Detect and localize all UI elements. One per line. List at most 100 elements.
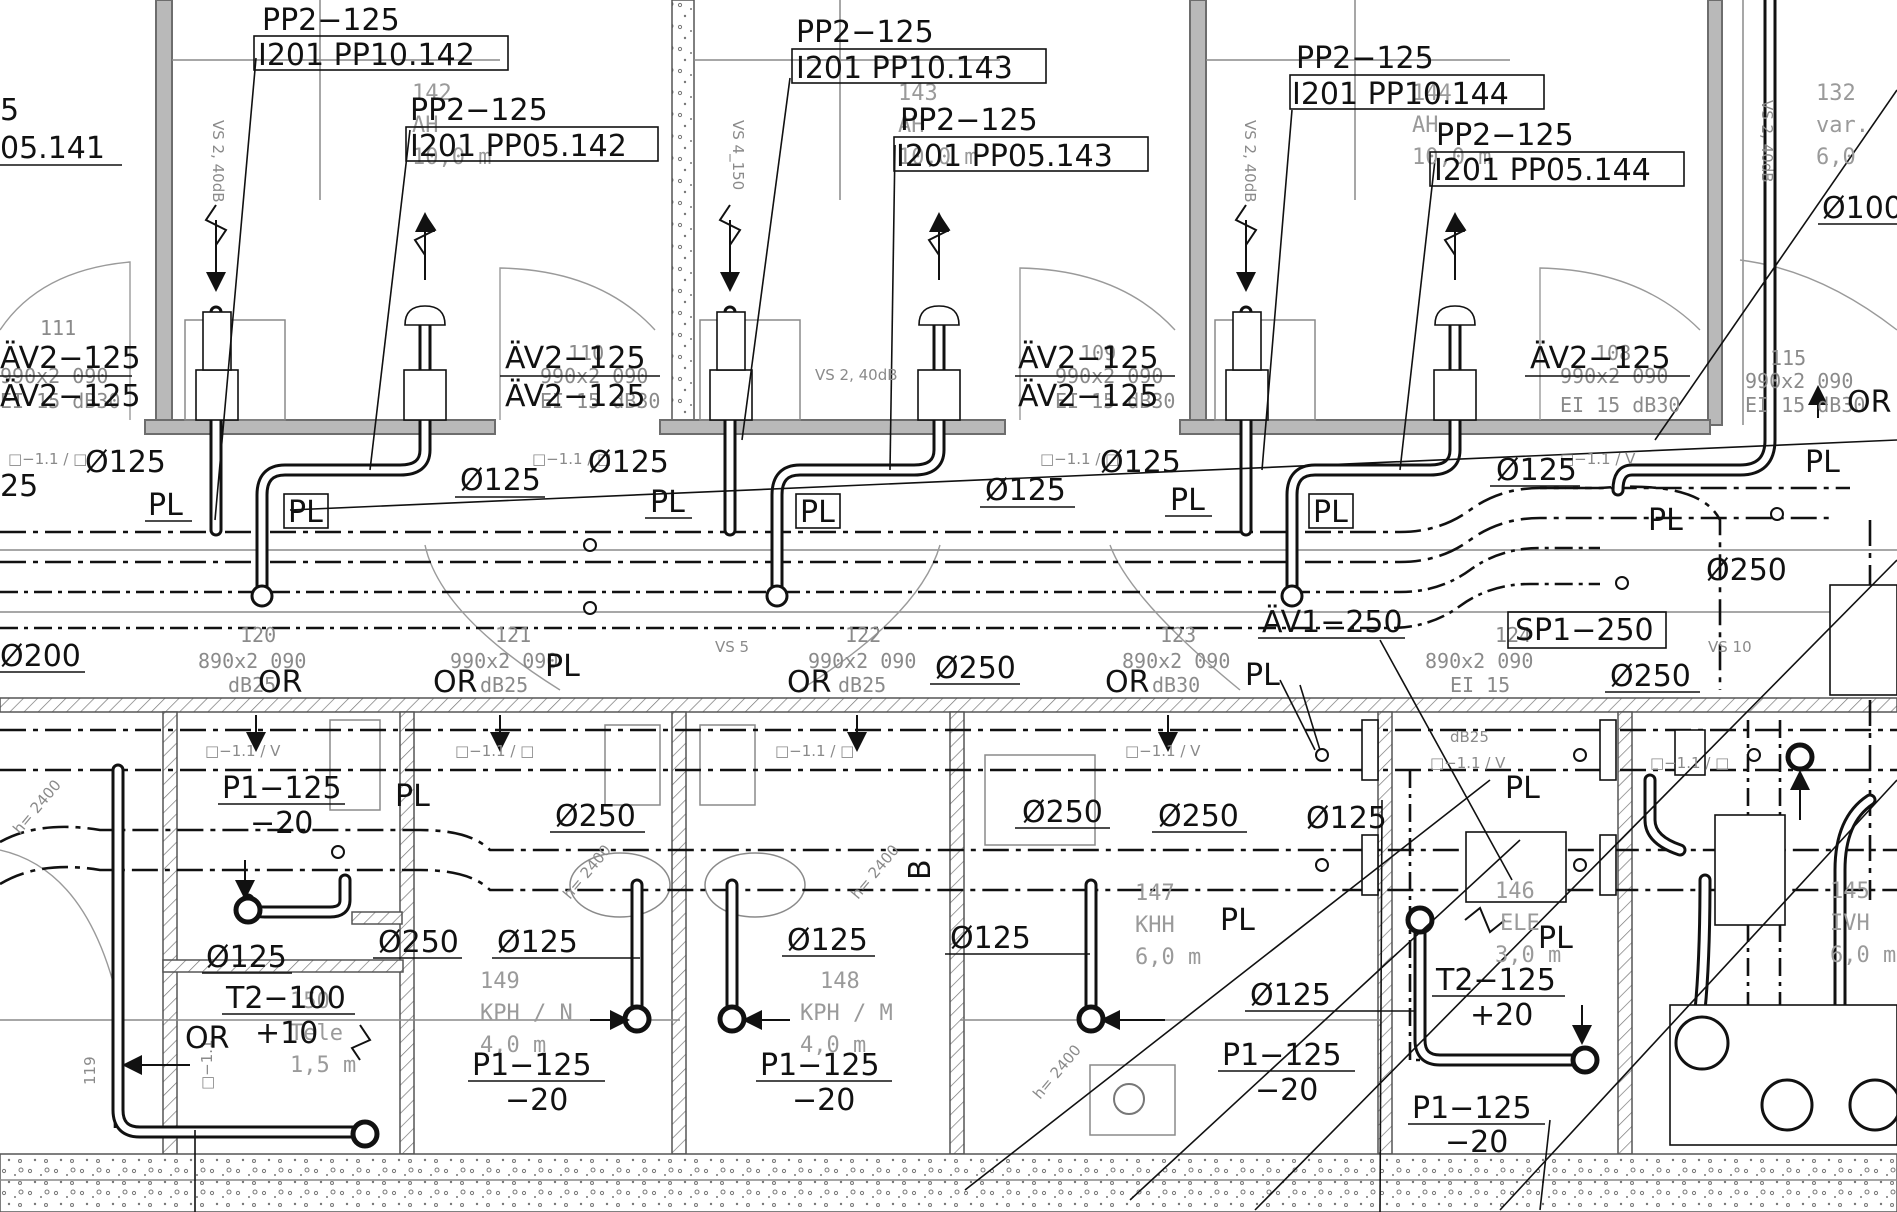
pp2-label: PP2−125 [410, 93, 548, 128]
diameter-label: Ø250 [1158, 799, 1239, 834]
pp-ref-label: I201 PP10.144 [1292, 77, 1509, 112]
pl-label: PL [1648, 503, 1683, 538]
flow-arrows [122, 204, 1828, 1075]
p1-label: P1−125 [1412, 1091, 1532, 1126]
diameter-label: Ø250 [378, 925, 459, 960]
diameter-label: Ø100 [1822, 191, 1897, 226]
door-123-size: 890x2 090 [1122, 649, 1230, 673]
grid-tag: □−1.1 / V [205, 742, 281, 760]
diameter-label-cut: 25 [0, 469, 38, 504]
p1-label: P1−125 [222, 771, 342, 806]
grid-tag: □−1.1 / □ [775, 742, 854, 760]
room-146-use: ELE [1500, 911, 1540, 936]
room-148-use: KPH / M [800, 1001, 893, 1026]
pp2-label: PP2−125 [262, 3, 400, 38]
pl-label: PL [650, 485, 685, 520]
room-145-num: 145 [1830, 879, 1870, 904]
door-115-num: 115 [1770, 346, 1806, 370]
door-123-num: 123 [1160, 623, 1196, 647]
room-150-use: Tele [290, 1021, 343, 1046]
room-142-num: 142 [412, 81, 452, 106]
av2-label: ÄV2−125 [1018, 378, 1159, 414]
av1-label: ÄV1−250 [1262, 604, 1403, 640]
diameter-label: Ø125 [497, 925, 578, 960]
diameter-label: Ø200 [0, 639, 81, 674]
pl-label: PL [1245, 658, 1280, 693]
door-120-num: 120 [240, 623, 276, 647]
or-label: OR [787, 665, 831, 700]
room-150-area: 1,5 m [290, 1053, 356, 1078]
dim-tag: h= 2400 [1029, 1041, 1085, 1102]
door-124-num: 124 [1495, 623, 1531, 647]
room-150-num: 150 [290, 989, 330, 1014]
small-tags: □−1.1 / □ □−1.1 / □ □−1.1 / □ □−1.1 / V … [8, 450, 1729, 1090]
door-108-num: 108 [1595, 341, 1631, 365]
pp2-label: PP2−125 [1296, 41, 1434, 76]
room-143-area: 10,0 m [898, 145, 977, 170]
room-145-use: IVH [1830, 911, 1870, 936]
db-tag: dB25 [1450, 728, 1489, 746]
grid-tag: □−1.1 / □ [532, 450, 611, 468]
grid-tag: □−1.1 / □ [1650, 754, 1729, 772]
pl-label: PL [395, 779, 430, 814]
room-147-num: 147 [1135, 881, 1175, 906]
wall-tag: VS 2, 40dB [1758, 100, 1776, 183]
pp2-label: PP2−125 [900, 103, 1038, 138]
room-144-area: 10,0 m [1412, 145, 1491, 170]
wall-tag: VS 5 [715, 638, 749, 656]
door-121-rating: dB25 [480, 673, 528, 697]
room-146-area: 3,0 m [1495, 943, 1561, 968]
diameter-label: Ø125 [950, 921, 1031, 956]
door-122-num: 122 [845, 623, 881, 647]
grid-tag: □−1.1 / □ [1040, 450, 1119, 468]
p1-value: −20 [1445, 1125, 1508, 1160]
or-label: OR [258, 665, 302, 700]
diameter-label: Ø125 [1496, 453, 1577, 488]
av2-label: ÄV2−125 [505, 340, 646, 376]
pl-label: PL [148, 488, 183, 523]
door-120-rating: dB25 [228, 673, 276, 697]
wall-tag: VS 4_150 [728, 120, 747, 190]
room-147-area: 6,0 m [1135, 945, 1201, 970]
pp-ref-label: I201 PP05.143 [896, 139, 1113, 174]
room-132-use: var. [1816, 113, 1869, 138]
pp-ref-label: I201 PP10.142 [258, 38, 475, 73]
diameter-label: Ø250 [1610, 659, 1691, 694]
p1-value: −20 [250, 806, 313, 841]
diameter-label: Ø250 [555, 799, 636, 834]
pp-ref-label: I201 PP10.143 [796, 51, 1013, 86]
grid-tag: □−1.1 / □ [8, 450, 87, 468]
door-115-rating: EI 15 dB30 [1745, 393, 1865, 417]
wall-tag: VS 2, 40dB [209, 120, 227, 203]
or-label: OR [433, 665, 477, 700]
p1-label: P1−125 [1222, 1038, 1342, 1073]
diameter-label: Ø125 [1100, 445, 1181, 480]
leader-lines [194, 57, 1897, 1212]
door-111-rating: EI 15 dB30 [0, 389, 120, 413]
door-110-rating: EI 15 dB30 [540, 389, 660, 413]
av2-label: ÄV2−125 [0, 378, 141, 414]
p1-label: P1−125 [472, 1048, 592, 1083]
wall-tag: VS 2, 40dB [1241, 120, 1259, 203]
av2-label: ÄV2−125 [1018, 340, 1159, 376]
pl-label: PL [288, 495, 323, 530]
pp-ref-label: I201 PP05.144 [1434, 153, 1651, 188]
grid-tag: □−1.1 / V [1560, 450, 1636, 468]
dim-tag: h= 2400 [9, 776, 65, 837]
pp-ref-label-cut: 05.141 [0, 131, 105, 166]
t2-label: T2−100 [225, 981, 346, 1016]
grid-letter-b: B [903, 859, 938, 880]
t2-value: +20 [1470, 998, 1533, 1033]
diameter-label: Ø125 [85, 445, 166, 480]
diameter-label: Ø250 [935, 651, 1016, 686]
p1-label: P1−125 [760, 1048, 880, 1083]
pl-label: PL [800, 495, 835, 530]
av2-label: ÄV2−125 [0, 340, 141, 376]
or-label: OR [1105, 665, 1149, 700]
room-145-area: 6,0 m [1830, 943, 1896, 968]
diameter-label: Ø250 [1706, 553, 1787, 588]
sp1-label: SP1−250 [1515, 613, 1654, 648]
room-144-num: 144 [1412, 81, 1452, 106]
grid-tag: □−1.1 / V [1430, 754, 1506, 772]
